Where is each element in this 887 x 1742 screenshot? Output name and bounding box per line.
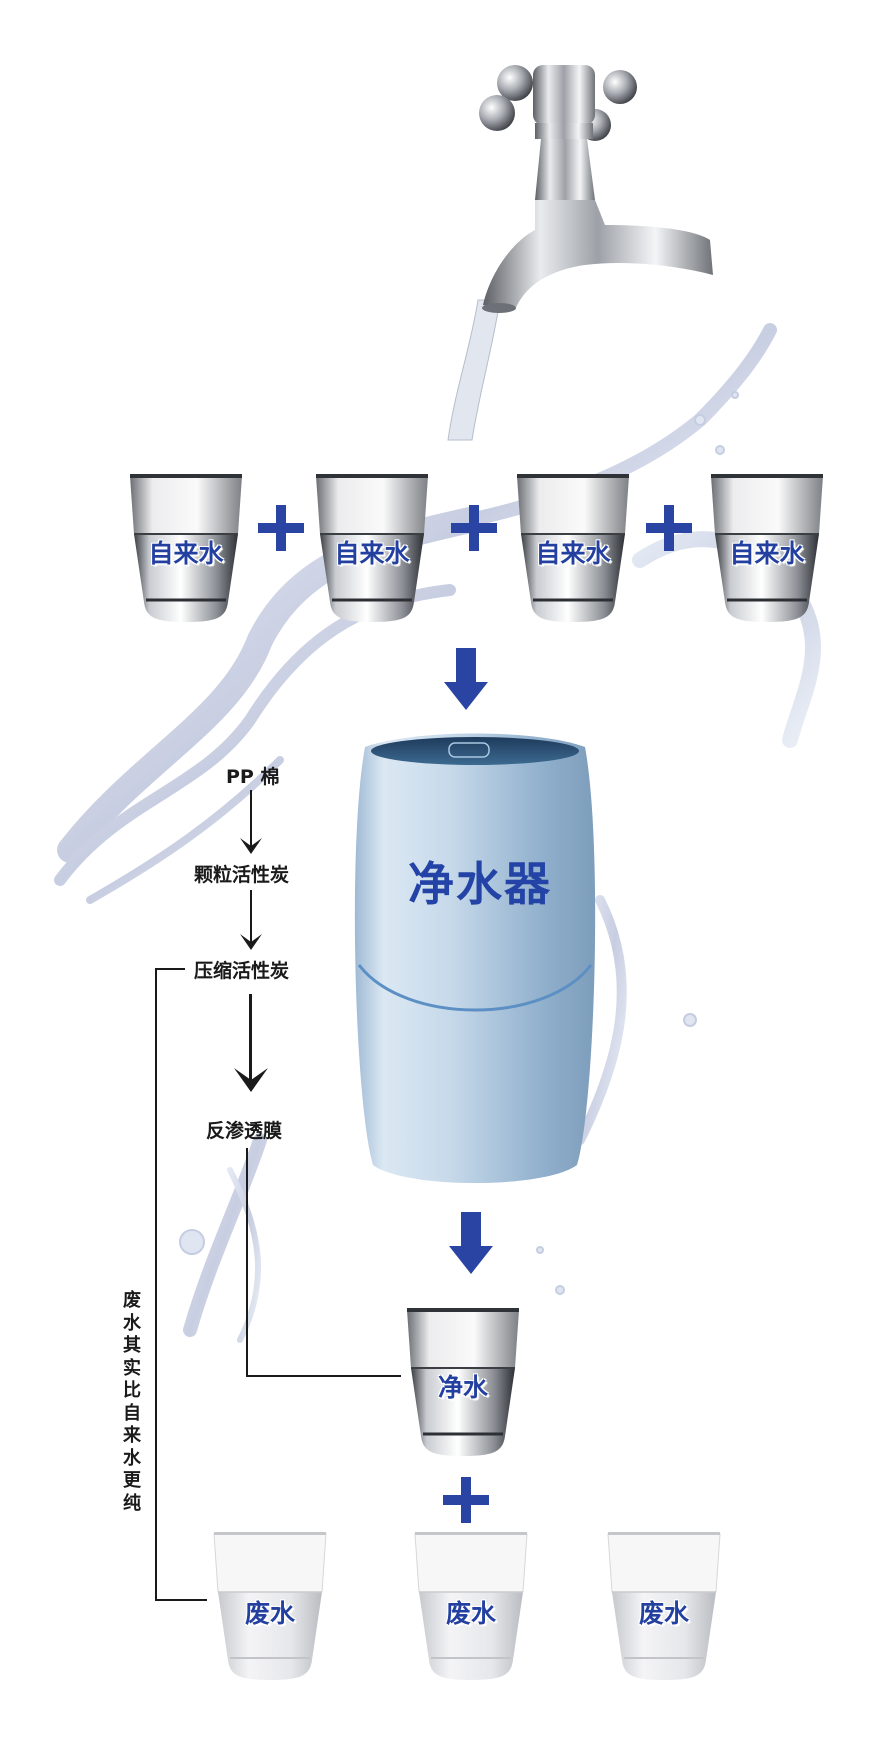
glass-label: 废水 [244,1599,295,1628]
plus-icon [451,505,497,551]
tap-water-glass: 自来水 [128,472,244,624]
glass-label: 自来水 [535,539,611,568]
arrowhead-icon [234,1068,268,1092]
filter-stage-compressed-carbon: 压缩活性炭 [194,960,290,982]
flow-line [250,890,252,946]
flow-line [249,994,252,1084]
glass-icon [316,474,428,622]
purifier-label: 净水器 [408,857,552,911]
glass-icon [607,1532,721,1680]
flow-line [250,790,252,850]
connector-line-clean [246,1148,248,1376]
glass-label: 自来水 [729,539,805,568]
plus-icon [646,505,692,551]
bracket-line-waste [155,968,185,970]
glass-label: 自来水 [148,539,224,568]
glass-label: 废水 [445,1599,496,1628]
glass-icon [407,1308,519,1456]
tap-water-glass: 自来水 [515,472,631,624]
tap-water-glass: 自来水 [709,472,825,624]
glass-icon [213,1532,327,1680]
glass-icon [414,1532,528,1680]
glass-label: 废水 [638,1599,689,1628]
bracket-line-waste [155,1599,207,1601]
faucet-icon [479,65,713,313]
filter-stage-ro-membrane: 反渗透膜 [206,1120,283,1142]
arrowhead-icon [240,934,262,950]
glass-label: 自来水 [334,539,410,568]
waste-water-note: 废水其实比自来水更纯 [123,1290,141,1514]
plus-icon [443,1477,489,1523]
down-arrow-icon [449,1212,493,1274]
arrowhead-icon [240,838,262,854]
glass-icon [711,474,823,622]
plus-icon [258,505,304,551]
connector-line-clean [246,1375,401,1377]
glass-icon [517,474,629,622]
clean-water-glass: 净水 [405,1306,521,1458]
tap-water-glass: 自来水 [314,472,430,624]
waste-water-glass: 废水 [212,1530,328,1682]
glass-label: 净水 [437,1373,488,1402]
filter-stage-pp-cotton: PP 棉 [226,766,280,788]
down-arrow-icon [444,648,488,710]
filter-stage-granular-carbon: 颗粒活性炭 [194,864,290,886]
glass-icon [130,474,242,622]
waste-water-glass: 废水 [606,1530,722,1682]
bracket-line-waste [155,968,157,1600]
waste-water-glass: 废水 [413,1530,529,1682]
water-purifier-image [354,733,596,1183]
